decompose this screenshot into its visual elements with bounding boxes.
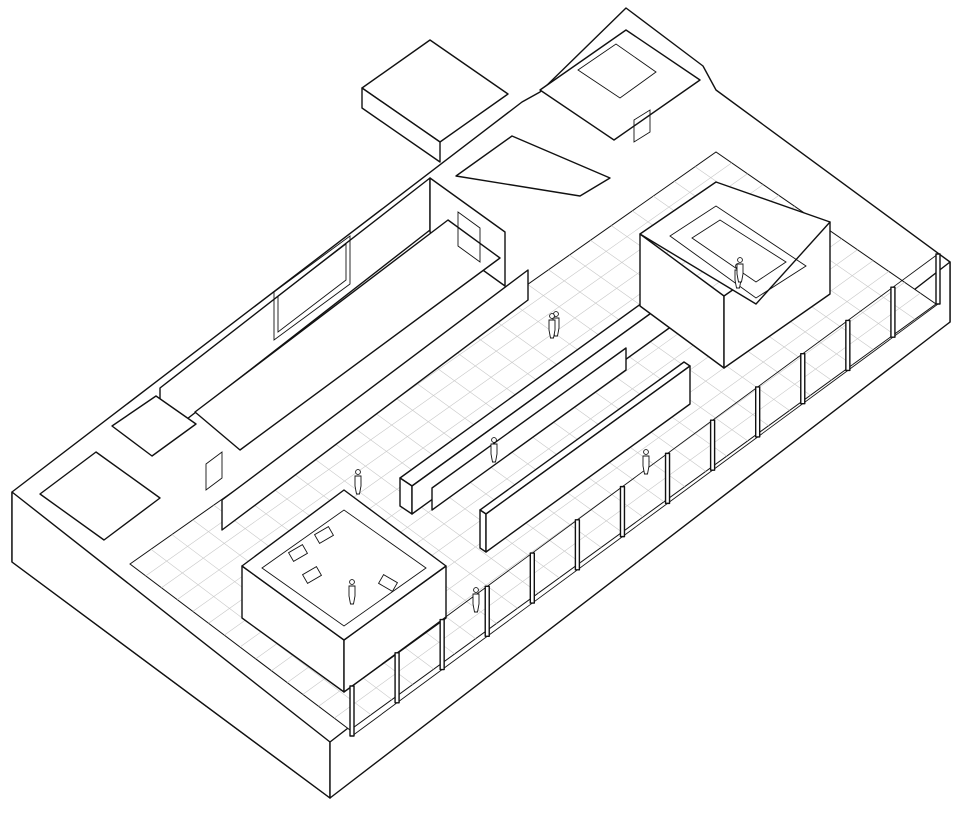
service-door (633, 109, 651, 143)
person-figure (548, 313, 556, 339)
facade-mullion (890, 286, 896, 338)
facade-mullion (574, 519, 581, 571)
facade-mullion (439, 618, 445, 671)
person-body (736, 263, 744, 283)
facade-mullion (845, 319, 851, 372)
facade-mullion (800, 352, 806, 405)
person-body (642, 455, 650, 475)
people-figures (348, 257, 744, 613)
back-room-window-inner (277, 243, 347, 333)
back-room-window (273, 235, 351, 341)
central-display-walls (399, 289, 691, 553)
person-head (355, 469, 361, 475)
rear-service-block (361, 29, 701, 197)
left-room-1 (39, 451, 161, 541)
right-room-vitrine (691, 219, 787, 283)
person-figure (348, 579, 356, 605)
facade-mullion (664, 452, 671, 505)
left-table-room (241, 489, 447, 693)
facade-mullion (619, 485, 626, 538)
person-figure (490, 437, 498, 463)
table-2 (313, 526, 335, 544)
facade-mullion (484, 585, 490, 638)
display-wall-short-side (485, 365, 691, 553)
corridor-divider-wall (221, 269, 529, 531)
table-4 (377, 574, 399, 592)
facade-bottom-rail (351, 303, 939, 737)
service-room-1 (455, 135, 611, 197)
service-box-top (361, 39, 509, 143)
service-room-2-inner (577, 43, 657, 99)
facade-mullion (709, 419, 716, 471)
back-room-door (457, 211, 481, 263)
person-body (490, 443, 498, 463)
floor-grid-line (334, 292, 921, 719)
left-room-inner-floor (261, 509, 427, 627)
person-figure (642, 449, 650, 475)
person-body (472, 593, 480, 613)
right-vitrine-room (639, 181, 831, 369)
right-room-top (639, 181, 831, 305)
display-wall-short-face (479, 509, 487, 553)
back-room-floor (194, 219, 501, 451)
facade-mullion (935, 253, 941, 305)
display-wall-long-inner (431, 347, 627, 511)
left-table-room-top (241, 489, 447, 641)
person-figure (472, 587, 480, 613)
person-head (643, 449, 649, 455)
left-service-rooms (39, 395, 223, 541)
service-room-2 (539, 29, 701, 141)
left-room-door (205, 451, 223, 491)
person-body (354, 475, 362, 495)
facade-mullion (349, 685, 355, 737)
facade-mullion (529, 552, 536, 604)
table-1 (287, 544, 309, 562)
person-head (491, 437, 497, 443)
facade-mullion (394, 652, 400, 704)
person-figure (354, 469, 362, 495)
person-head (473, 587, 479, 593)
facade-mullion (754, 386, 761, 438)
person-head (737, 257, 743, 263)
left-room-2 (111, 395, 197, 457)
person-body (548, 319, 556, 339)
table-3 (301, 566, 323, 584)
person-head (549, 313, 555, 319)
service-box-left-face (361, 87, 441, 163)
person-head (349, 579, 355, 585)
back-long-room (159, 177, 529, 531)
person-body (348, 585, 356, 605)
right-room-inner-floor (669, 205, 807, 299)
person-figure (736, 257, 744, 283)
